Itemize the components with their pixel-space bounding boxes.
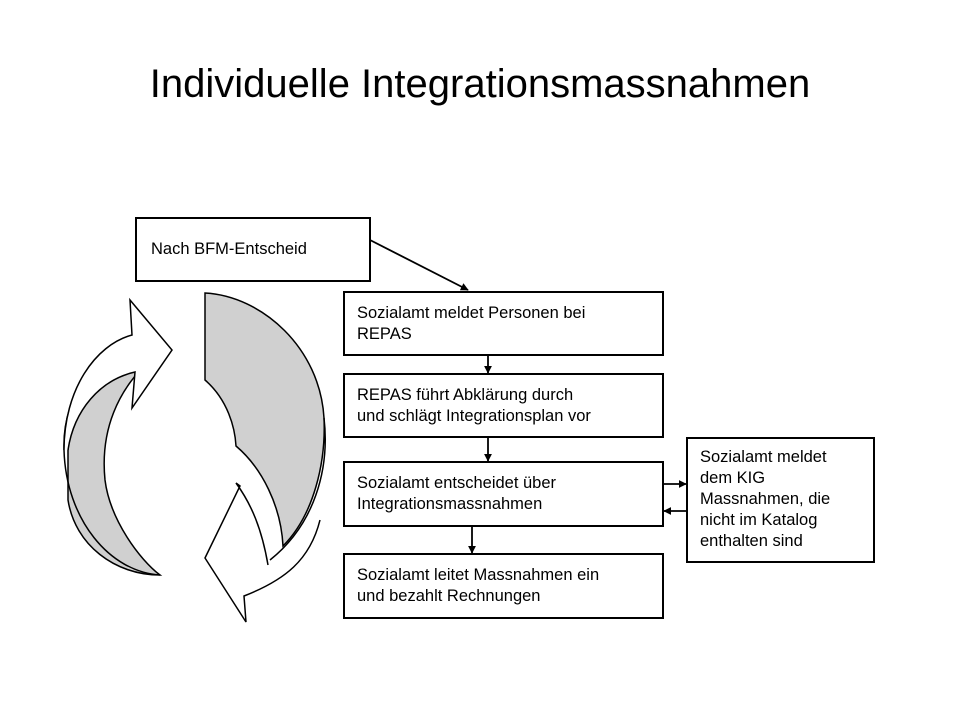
arrow-bfm-to-meldet bbox=[369, 239, 469, 291]
step-sozialamt-entscheidet: Sozialamt entscheidet über Integrationsm… bbox=[343, 461, 664, 527]
side-sozialamt-meldet-kig: Sozialamt meldet dem KIG Massnahmen, die… bbox=[686, 437, 875, 563]
step-repas-abklaerung: REPAS führt Abklärung durch und schlägt … bbox=[343, 373, 664, 438]
step-sozialamt-meldet-repas: Sozialamt meldet Personen bei REPAS bbox=[343, 291, 664, 356]
circular-arrows-icon bbox=[63, 292, 326, 623]
slide-title: Individuelle Integrationsmassnahmen bbox=[149, 62, 811, 106]
step-sozialamt-leitet-ein: Sozialamt leitet Massnahmen ein und beza… bbox=[343, 553, 664, 619]
cycle-arrow-top bbox=[63, 297, 173, 451]
cycle-arrow-right-edge bbox=[269, 417, 326, 561]
cycle-arrow-bottom bbox=[204, 482, 321, 623]
cycle-arrow-right-band bbox=[204, 292, 325, 548]
step-bfm-entscheid: Nach BFM-Entscheid bbox=[135, 217, 371, 282]
